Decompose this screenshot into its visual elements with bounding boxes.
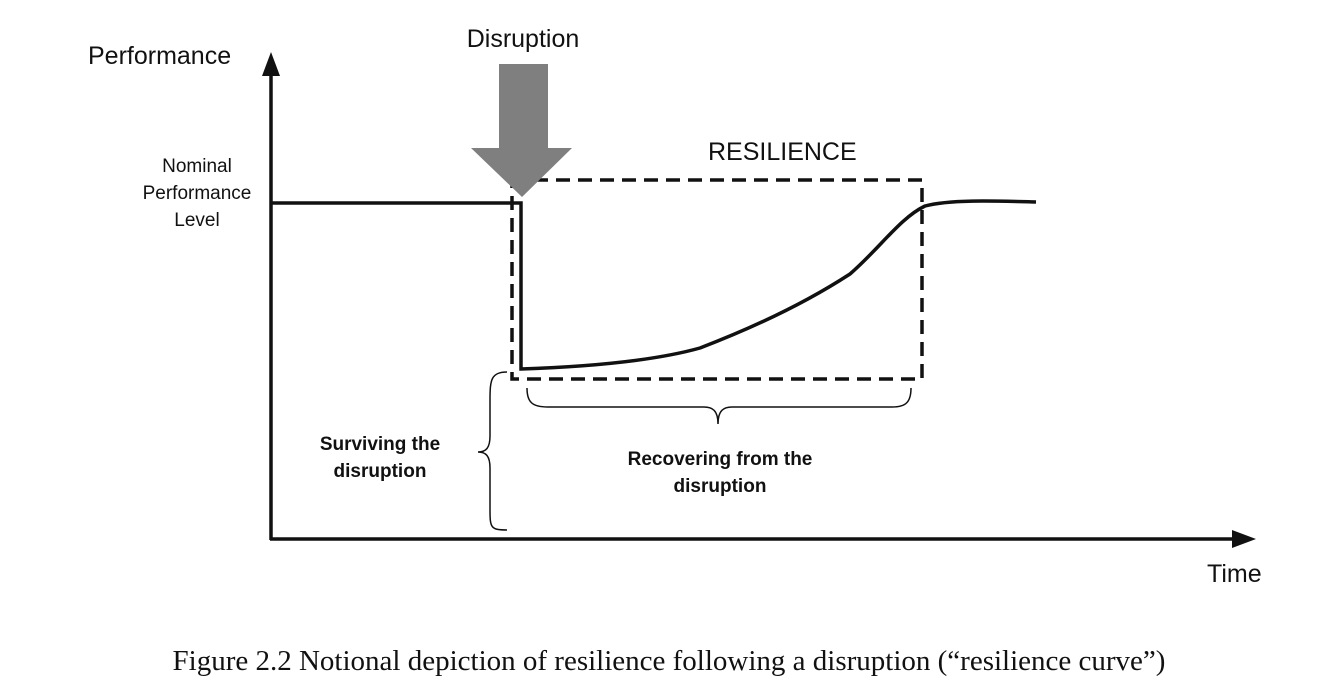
surviving-label-line-2: disruption — [334, 461, 427, 482]
x-axis-arrowhead — [1232, 530, 1256, 548]
disruption-label: Disruption — [467, 25, 580, 53]
resilience-label: RESILIENCE — [708, 138, 857, 166]
y-axis-label: Performance — [88, 42, 231, 70]
recovering-label-line-2: disruption — [674, 476, 767, 497]
figure-caption: Figure 2.2 Notional depiction of resilie… — [173, 645, 1166, 677]
recovering-label-line-1: Recovering from the — [628, 449, 813, 470]
surviving-label-line-1: Surviving the — [320, 434, 440, 455]
performance-curve — [272, 199, 1037, 371]
disruption-arrow — [471, 64, 572, 197]
nominal-label-line-3: Level — [174, 210, 219, 231]
resilience-box — [510, 178, 924, 381]
y-axis-arrowhead — [262, 52, 280, 76]
recovering-brace — [526, 387, 912, 425]
nominal-label-line-2: Performance — [143, 183, 252, 204]
surviving-brace — [477, 371, 508, 531]
x-axis-label: Time — [1207, 560, 1262, 588]
nominal-label-line-1: Nominal — [162, 156, 232, 177]
